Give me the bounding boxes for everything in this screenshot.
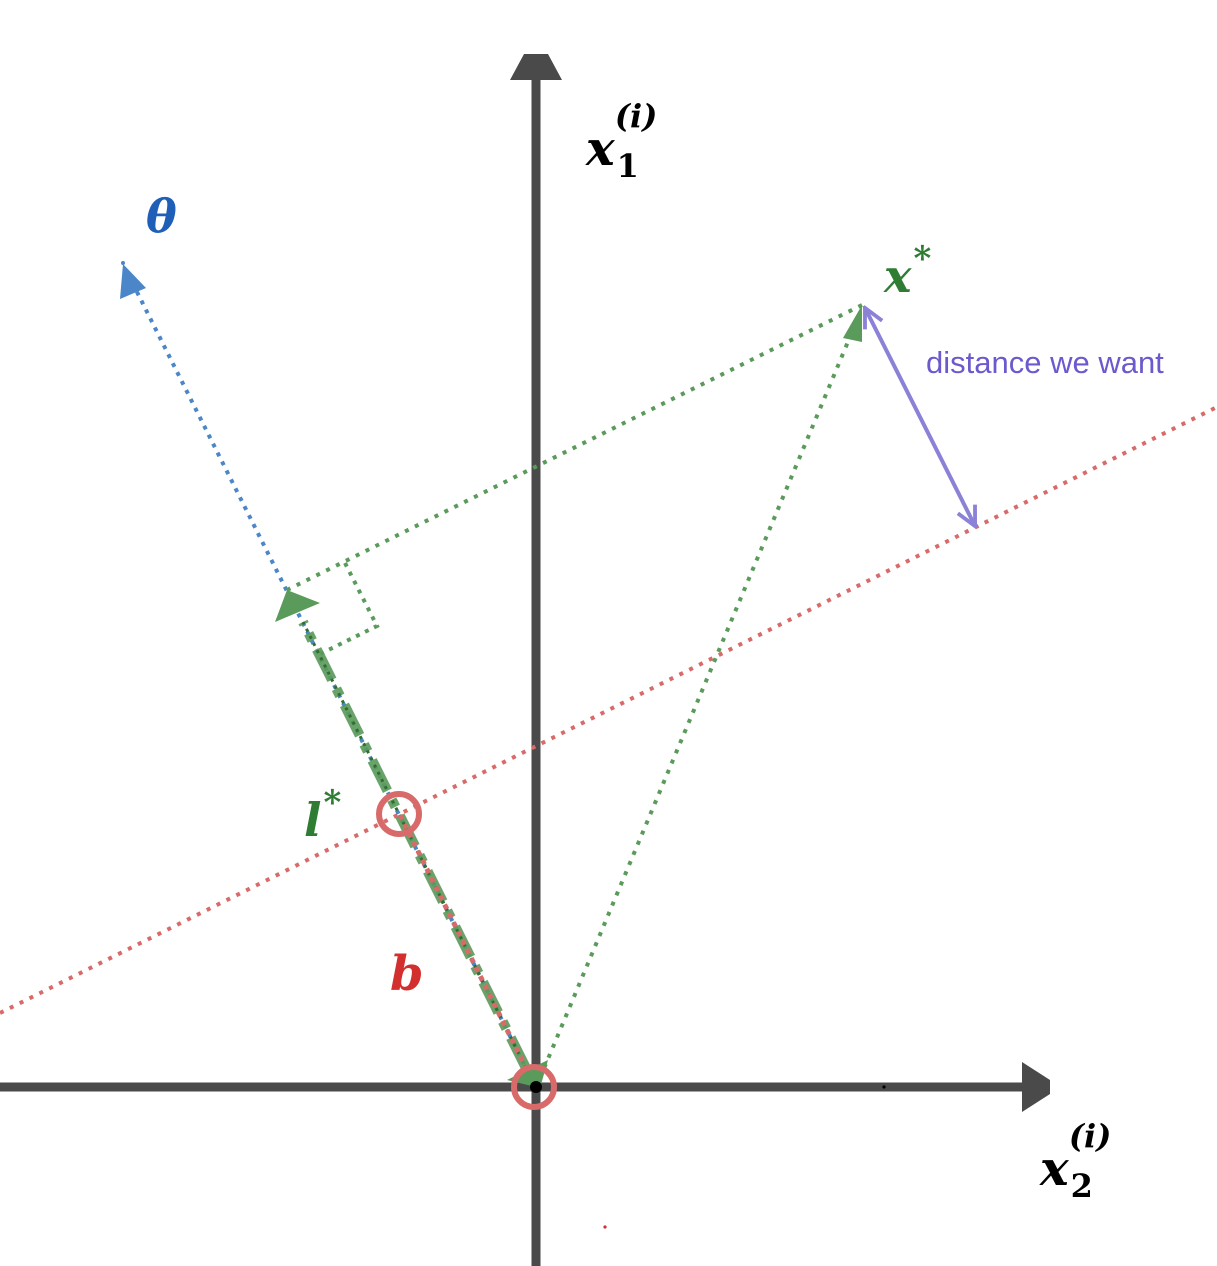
origin-circle [511, 1064, 557, 1110]
origin-point [530, 1081, 542, 1093]
x2-axis-arrowhead [1022, 1062, 1050, 1112]
x1-axis-arrowhead [510, 54, 562, 80]
theta-tip-dot [121, 261, 125, 265]
small-dot-bottom [603, 1225, 607, 1229]
theta-label: θ [146, 189, 177, 243]
x-star-to-projection-line [286, 303, 863, 592]
small-dot-x-axis [882, 1085, 886, 1089]
theta-arrowhead [120, 264, 146, 299]
decision-boundary-line [0, 405, 1217, 1015]
l-star-point [376, 791, 422, 837]
x2-axis-label: x2(i) [1039, 1117, 1111, 1205]
x1-axis-label: x1(i) [585, 97, 657, 185]
origin-to-x-star-line [538, 324, 857, 1079]
x-star-arrowhead [843, 305, 862, 342]
right-angle-marker [315, 562, 380, 658]
projection-arrowhead [275, 590, 320, 622]
distance-label: distance we want [926, 345, 1164, 380]
x-star-label: x* [883, 239, 931, 303]
b-label: b [390, 946, 424, 1002]
l-star-label: l* [304, 783, 341, 847]
distance-arrow [866, 310, 974, 524]
